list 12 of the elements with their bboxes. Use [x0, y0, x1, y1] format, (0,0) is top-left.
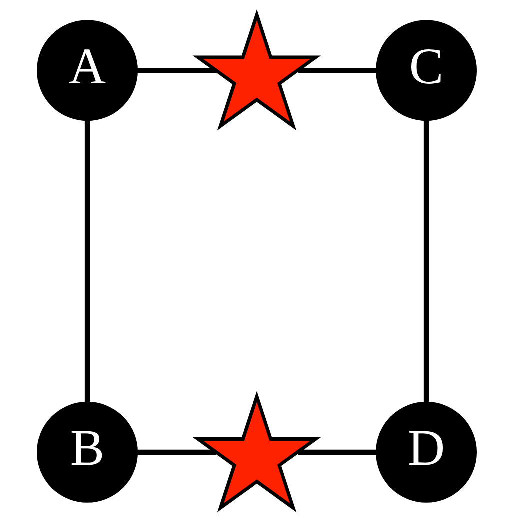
node-cross [192, 9, 321, 131]
node-circle: B [36, 402, 138, 503]
node-circle: A [36, 20, 138, 122]
connector [84, 121, 90, 402]
connector [423, 121, 429, 402]
connector [136, 450, 216, 455]
node-cross [192, 391, 321, 513]
node-circle: C [376, 20, 476, 122]
connector [298, 450, 376, 455]
node-circle: D [376, 402, 476, 503]
connector [298, 68, 376, 74]
connector [136, 68, 216, 74]
